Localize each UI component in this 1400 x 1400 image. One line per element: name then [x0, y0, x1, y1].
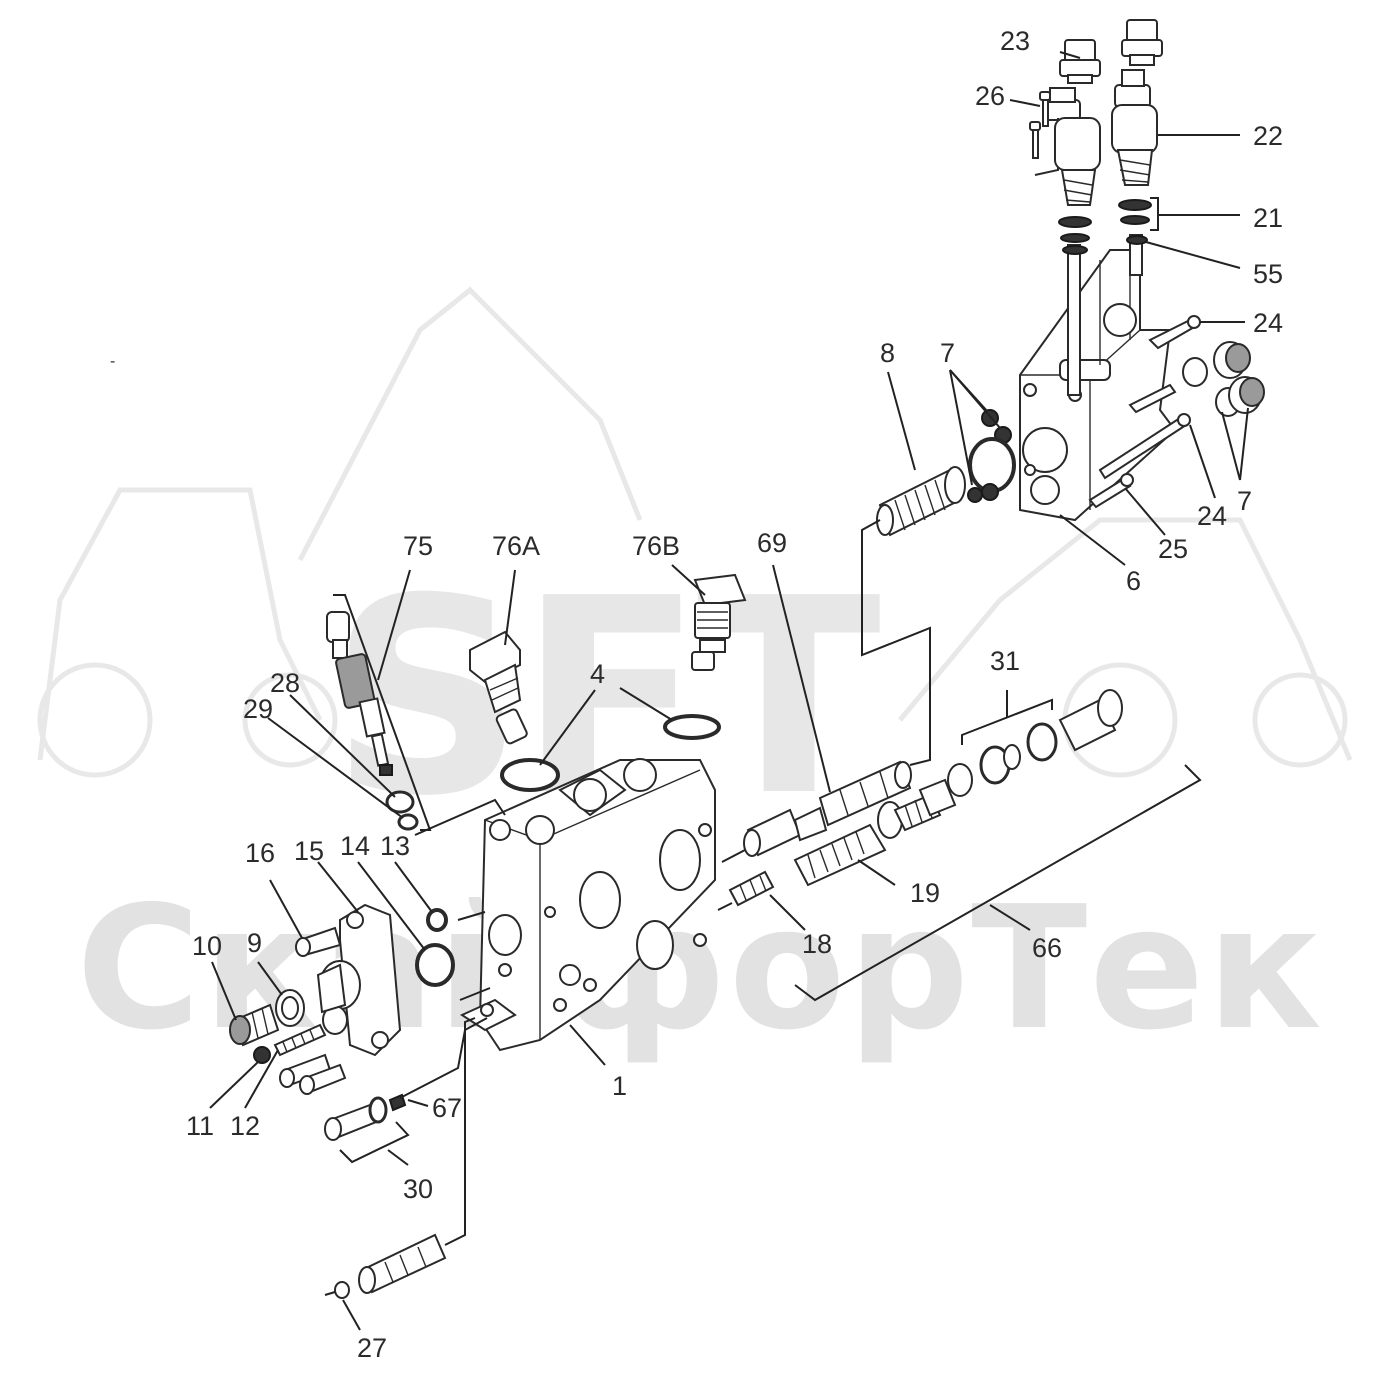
- label-24-top: 24: [1253, 308, 1283, 338]
- label-19: 19: [910, 878, 940, 908]
- label-69: 69: [757, 528, 787, 558]
- oring-4-left: [500, 758, 560, 792]
- label-23: 23: [1000, 26, 1030, 56]
- label-11: 11: [186, 1111, 214, 1141]
- label-6: 6: [1126, 566, 1141, 596]
- label-dash: -: [110, 353, 115, 370]
- label-29: 29: [243, 694, 273, 724]
- label-10: 10: [192, 931, 222, 961]
- label-27: 27: [357, 1333, 387, 1363]
- label-30: 30: [403, 1174, 433, 1204]
- cartridge-75: [326, 611, 393, 776]
- label-21: 21: [1253, 203, 1283, 233]
- plug-76B: [691, 573, 747, 671]
- solenoid-right: [1111, 69, 1158, 245]
- label-28: 28: [270, 668, 300, 698]
- spring-18: [728, 870, 775, 907]
- plug-76A: [469, 630, 528, 745]
- connector-cap-right: [1121, 19, 1163, 66]
- label-8: 8: [880, 338, 895, 368]
- end-cover-15: [316, 903, 402, 1057]
- label-15: 15: [294, 836, 324, 866]
- screws-26: [1029, 91, 1051, 159]
- screw-16: [295, 926, 342, 957]
- label-25: 25: [1158, 534, 1188, 564]
- orings-13-14: [415, 908, 455, 987]
- label-14: 14: [340, 831, 370, 861]
- leader-lines: [209, 51, 1249, 1331]
- label-55: 55: [1253, 259, 1283, 289]
- label-9: 9: [247, 928, 262, 958]
- watermark-machinery-outline: [37, 286, 1353, 778]
- label-16: 16: [245, 838, 275, 868]
- spring-8: [876, 466, 966, 537]
- label-7-left: 7: [940, 338, 955, 368]
- solenoid-left: [1034, 87, 1101, 255]
- seals-7-left: [967, 409, 1016, 503]
- label-26: 26: [975, 81, 1005, 111]
- plugs-7-right: [1182, 341, 1265, 417]
- label-76A: 76A: [492, 531, 540, 561]
- solenoid-stems: [1067, 234, 1143, 396]
- label-4: 4: [590, 659, 605, 689]
- valve-body-part-1: [459, 758, 716, 1052]
- label-1: 1: [612, 1071, 627, 1101]
- label-22: 22: [1253, 121, 1283, 151]
- plug-10: [229, 1003, 280, 1047]
- screws-lower: [279, 1053, 347, 1095]
- oring-4-right: [663, 714, 721, 740]
- seal-9: [275, 989, 305, 1027]
- label-66: 66: [1032, 933, 1062, 963]
- label-18: 18: [802, 929, 832, 959]
- connector-cap-left: [1059, 39, 1101, 84]
- label-7-right: 7: [1237, 486, 1252, 516]
- label-12: 12: [230, 1111, 260, 1141]
- spool-27: [324, 1233, 447, 1299]
- label-31: 31: [990, 646, 1020, 676]
- label-76B: 76B: [632, 531, 680, 561]
- spool-69: [743, 760, 912, 857]
- spool-parts-31: [918, 689, 1123, 817]
- label-75: 75: [403, 531, 433, 561]
- orings-28-29: [385, 790, 419, 831]
- parts-11-12: [253, 1023, 327, 1064]
- label-67: 67: [432, 1093, 462, 1123]
- parts-30-67: [324, 1093, 407, 1141]
- label-13: 13: [380, 831, 410, 861]
- cover-plate-part-6: [1019, 249, 1177, 522]
- bolts-24-25: [1088, 315, 1201, 509]
- part-number-labels: 1 4 6 7 7 8 9 10 11 12 13 14 15 16 18 19…: [110, 26, 1283, 1363]
- label-24-bottom: 24: [1197, 501, 1227, 531]
